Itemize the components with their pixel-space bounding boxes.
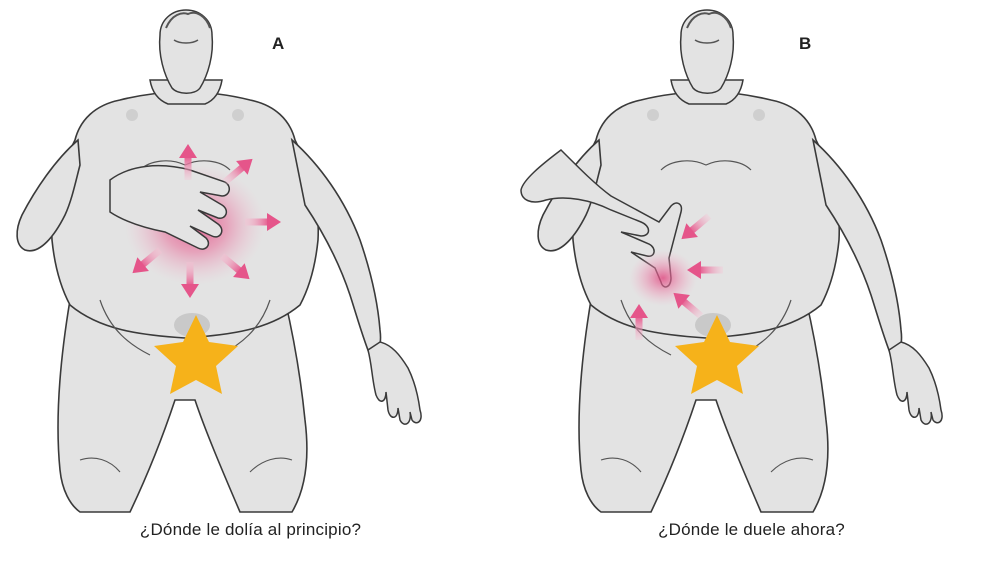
figure-a-illustration — [0, 0, 501, 520]
figure-b-illustration — [501, 0, 1002, 520]
panel-label-a: A — [272, 34, 284, 54]
caption-b: ¿Dónde le duele ahora? — [501, 520, 1002, 540]
panel-a: A ¿Dónde le dolía al principio? — [0, 0, 501, 563]
caption-a: ¿Dónde le dolía al principio? — [0, 520, 501, 540]
panel-label-b: B — [799, 34, 811, 54]
body-figure-b — [538, 10, 942, 512]
panel-b: B ¿Dónde le duele ahora? — [501, 0, 1002, 563]
